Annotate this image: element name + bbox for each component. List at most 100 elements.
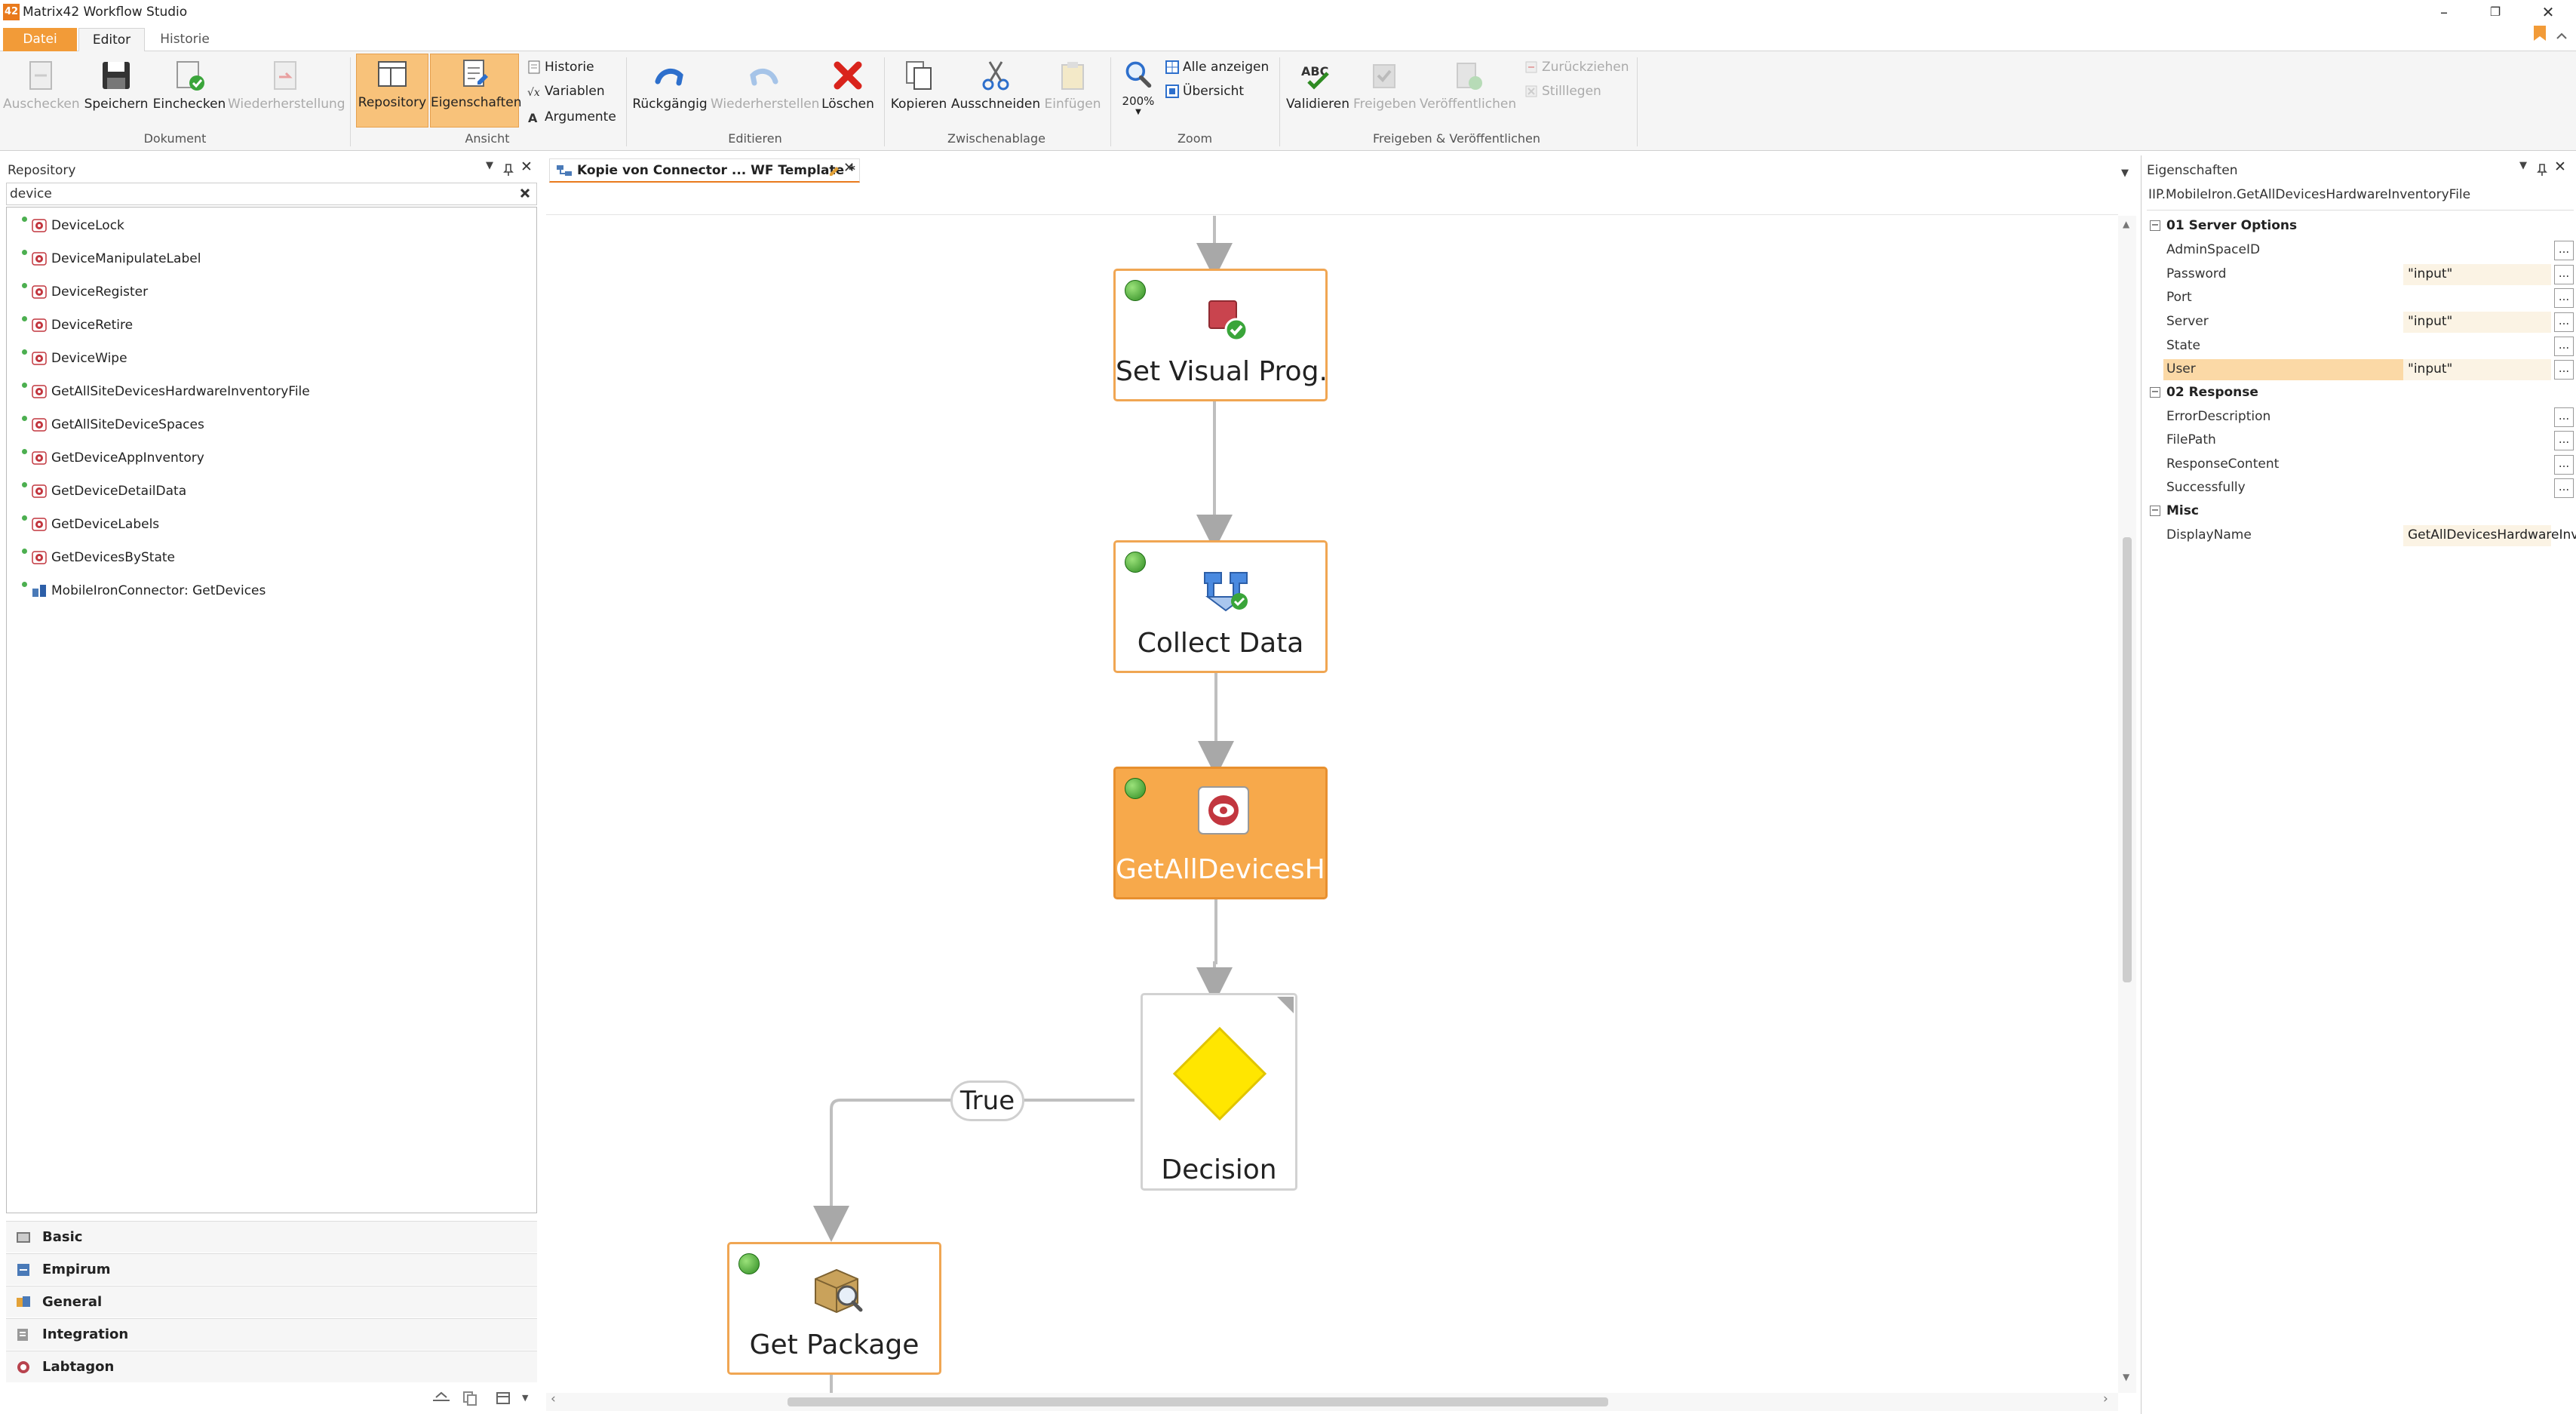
- horizontal-scrollbar[interactable]: [546, 1393, 2118, 1411]
- property-value[interactable]: "input": [2408, 314, 2453, 329]
- tab-historie[interactable]: Historie: [160, 32, 210, 47]
- ellipsis-button[interactable]: ...: [2554, 265, 2574, 284]
- speichern-button[interactable]: Speichern: [81, 56, 151, 112]
- collapse-box-icon[interactable]: −: [2150, 386, 2160, 398]
- activity-collect-data[interactable]: Collect Data: [1113, 540, 1328, 673]
- copy-button[interactable]: Kopieren: [889, 56, 949, 112]
- cut-button[interactable]: Ausschneiden: [950, 56, 1041, 112]
- zoom-button[interactable]: 200% ▼: [1115, 56, 1162, 116]
- bookmark-icon[interactable]: [2531, 24, 2548, 42]
- minimize-button[interactable]: –: [2440, 3, 2448, 21]
- historie-button[interactable]: Historie: [527, 56, 594, 78]
- clear-search-icon[interactable]: [517, 186, 533, 201]
- category-basic[interactable]: Basic: [6, 1221, 537, 1253]
- tab-editor[interactable]: Editor: [78, 28, 145, 51]
- repository-search-input[interactable]: device: [6, 183, 537, 205]
- workflow-canvas[interactable]: Set Visual Prog... Collect Data GetAllDe…: [546, 216, 2118, 1393]
- release-button[interactable]: Freigeben: [1353, 56, 1417, 112]
- close-panel-icon[interactable]: ✕: [520, 158, 533, 175]
- property-row-password[interactable]: Password"input"...: [2163, 263, 2574, 286]
- tab-datei[interactable]: Datei: [3, 28, 77, 51]
- close-tab-icon[interactable]: ✕: [843, 160, 855, 176]
- property-category-misc[interactable]: −Misc: [2150, 500, 2199, 522]
- decision-node[interactable]: Decision: [1141, 993, 1297, 1191]
- undo-button[interactable]: Rückgängig: [631, 56, 709, 112]
- overview-button[interactable]: Übersicht: [1165, 80, 1244, 103]
- repository-item[interactable]: GetDeviceDetailData: [22, 480, 186, 503]
- category-general[interactable]: General: [6, 1286, 537, 1317]
- property-value[interactable]: GetAllDevicesHardwareInv: [2408, 527, 2576, 543]
- property-row-successfully[interactable]: Successfully...: [2163, 476, 2574, 500]
- auschecken-button[interactable]: Auschecken: [3, 56, 80, 112]
- validate-button[interactable]: ABC Validieren: [1284, 56, 1352, 112]
- close-button[interactable]: ✕: [2541, 3, 2555, 21]
- decommission-button[interactable]: Stilllegen: [1524, 80, 1601, 103]
- paste-button[interactable]: Einfügen: [1042, 56, 1103, 112]
- category-integration[interactable]: Integration: [6, 1318, 537, 1350]
- category-labtagon[interactable]: Labtagon: [6, 1351, 537, 1382]
- repository-item[interactable]: GetDevicesByState: [22, 546, 175, 569]
- eigenschaften-toggle-button[interactable]: Eigenschaften: [430, 54, 521, 128]
- panel-menu-arrow-icon[interactable]: ▼: [486, 160, 493, 171]
- property-row-port[interactable]: Port...: [2163, 286, 2574, 309]
- pin-icon[interactable]: [502, 163, 514, 177]
- repository-item[interactable]: DeviceWipe: [22, 347, 127, 370]
- property-category-server-options[interactable]: −01 Server Options: [2150, 214, 2297, 237]
- vertical-scrollbar[interactable]: [2118, 216, 2136, 1393]
- collapse-box-icon[interactable]: −: [2150, 505, 2160, 516]
- overflow-menu-arrow-icon[interactable]: ▼: [522, 1393, 529, 1403]
- repository-item[interactable]: DeviceRetire: [22, 314, 133, 337]
- document-list-arrow-icon[interactable]: ▼: [2121, 168, 2129, 179]
- einchecken-button[interactable]: Einchecken: [152, 56, 226, 112]
- chevron-up-icon[interactable]: [2554, 29, 2569, 44]
- scroll-up-arrow-icon[interactable]: ▲: [2123, 219, 2130, 229]
- property-category-response[interactable]: −02 Response: [2150, 381, 2258, 404]
- view-options-icon[interactable]: [431, 1390, 451, 1406]
- show-all-button[interactable]: Alle anzeigen: [1165, 56, 1269, 78]
- ellipsis-button[interactable]: ...: [2554, 407, 2574, 427]
- repository-item[interactable]: DeviceRegister: [22, 281, 148, 303]
- property-row-state[interactable]: State...: [2163, 334, 2574, 358]
- wiederherstellung-button[interactable]: Wiederherstellung: [228, 56, 345, 112]
- property-row-responsecontent[interactable]: ResponseContent...: [2163, 453, 2574, 476]
- ellipsis-button[interactable]: ...: [2554, 288, 2574, 308]
- property-row-adminspaceid[interactable]: AdminSpaceID...: [2163, 238, 2574, 262]
- property-row-filepath[interactable]: FilePath...: [2163, 429, 2574, 452]
- ellipsis-button[interactable]: ...: [2554, 337, 2574, 356]
- property-value[interactable]: "input": [2408, 361, 2453, 377]
- activity-get-package[interactable]: Get Package: [727, 1242, 941, 1375]
- collapse-box-icon[interactable]: −: [2150, 220, 2160, 231]
- pin-icon[interactable]: [2536, 163, 2548, 177]
- ellipsis-button[interactable]: ...: [2554, 455, 2574, 475]
- repository-item[interactable]: MobileIronConnector: GetDevices: [22, 579, 266, 602]
- ellipsis-button[interactable]: ...: [2554, 312, 2574, 332]
- restore-button[interactable]: ❐: [2489, 5, 2501, 19]
- publish-button[interactable]: Veröffentlichen: [1417, 56, 1519, 112]
- property-row-user[interactable]: User"input"...: [2163, 358, 2574, 381]
- panel-settings-icon[interactable]: [495, 1390, 511, 1406]
- activity-set-visual-progress[interactable]: Set Visual Prog...: [1113, 269, 1328, 401]
- panel-menu-arrow-icon[interactable]: ▼: [2519, 160, 2527, 171]
- close-panel-icon[interactable]: ✕: [2554, 158, 2566, 175]
- property-row-errordescription[interactable]: ErrorDescription...: [2163, 405, 2574, 429]
- vertical-scroll-thumb[interactable]: [2123, 537, 2132, 982]
- ellipsis-button[interactable]: ...: [2554, 431, 2574, 450]
- horizontal-scroll-thumb[interactable]: [788, 1397, 1608, 1406]
- scroll-left-arrow-icon[interactable]: ‹: [551, 1391, 556, 1406]
- ellipsis-button[interactable]: ...: [2554, 478, 2574, 498]
- repository-item[interactable]: GetAllSiteDevicesHardwareInventoryFile: [22, 380, 310, 403]
- delete-button[interactable]: Löschen: [818, 56, 878, 112]
- category-empirum[interactable]: Empirum: [6, 1253, 537, 1285]
- ellipsis-button[interactable]: ...: [2554, 241, 2574, 260]
- property-value[interactable]: "input": [2408, 266, 2453, 281]
- scroll-down-arrow-icon[interactable]: ▼: [2123, 1372, 2130, 1382]
- edit-pencil-icon[interactable]: [828, 163, 840, 177]
- retract-button[interactable]: Zurückziehen: [1524, 56, 1629, 78]
- activity-get-all-devices-hardware-inventory[interactable]: GetAllDevicesH...: [1113, 767, 1328, 899]
- repository-item[interactable]: DeviceManipulateLabel: [22, 247, 201, 270]
- repository-item[interactable]: GetDeviceLabels: [22, 513, 159, 536]
- copy-small-icon[interactable]: [462, 1390, 478, 1406]
